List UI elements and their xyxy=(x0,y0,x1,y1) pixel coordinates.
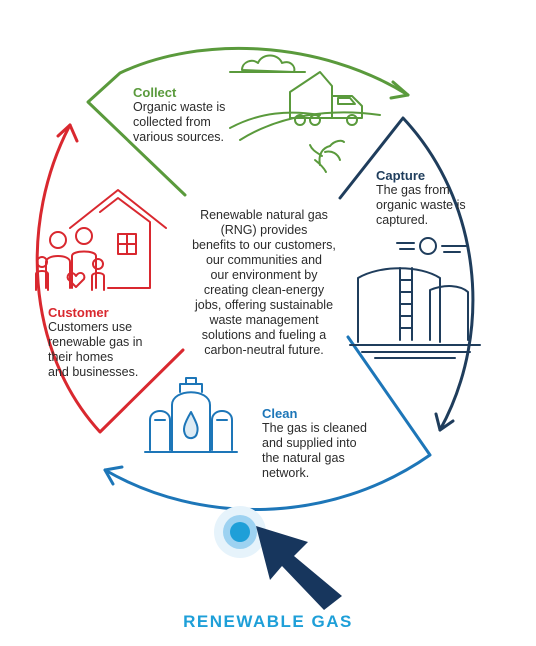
customer-arrow xyxy=(35,123,185,434)
capture-title: Capture xyxy=(376,168,426,183)
clean-stage: Clean The gas is cleaned and supplied in… xyxy=(262,406,412,481)
capture-arrowhead xyxy=(434,412,455,432)
collect-description: Organic waste is collected from various … xyxy=(133,100,226,144)
storage-tank-icon xyxy=(349,237,481,359)
cycle-arrows xyxy=(35,46,475,511)
collect-title: Collect xyxy=(133,85,177,100)
capture-description: The gas from organic waste is captured. xyxy=(376,183,466,227)
capture-stage: Capture The gas from organic waste is ca… xyxy=(376,168,496,228)
clean-arrowhead xyxy=(103,465,124,486)
capture-arrow xyxy=(338,116,475,432)
center-description: Renewable natural gas (RNG) provides ben… xyxy=(192,208,336,357)
collect-stage: Collect Organic waste is collected from … xyxy=(133,85,263,145)
customer-title: Customer xyxy=(48,305,109,320)
garbage-truck-icon xyxy=(229,54,381,173)
cursor-click-icon xyxy=(214,506,342,610)
collect-arrowhead xyxy=(389,80,410,100)
customer-description: Customers use renewable gas in their hom… xyxy=(48,320,143,379)
clean-arrow xyxy=(103,335,432,511)
clean-title: Clean xyxy=(262,406,298,421)
renewable-gas-label: RENEWABLE GAS xyxy=(183,612,353,631)
family-house-icon xyxy=(35,189,167,291)
customer-stage: Customer Customers use renewable gas in … xyxy=(48,305,198,380)
clean-description: The gas is cleaned and supplied into the… xyxy=(262,421,367,480)
customer-arrowhead xyxy=(56,123,79,143)
gas-cylinders-icon xyxy=(144,377,238,453)
collect-arrow xyxy=(86,46,410,197)
